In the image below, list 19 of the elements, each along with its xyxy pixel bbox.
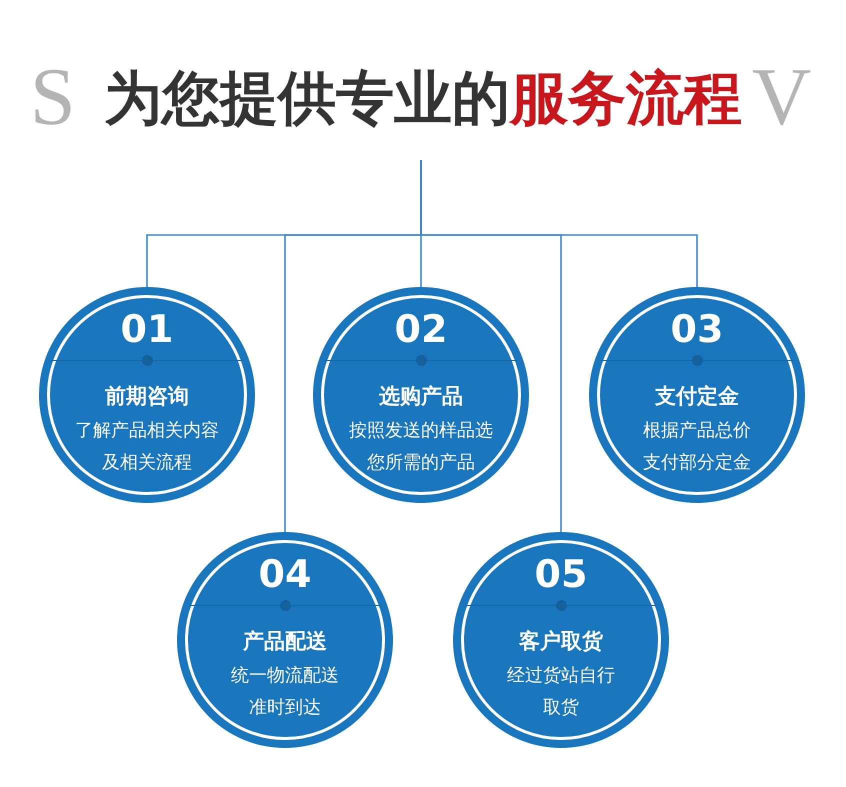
step-description: 了解产品相关内容及相关流程: [74, 419, 220, 475]
step-description: 统一物流配送准时到达: [230, 664, 340, 720]
step-heading: 支付定金: [655, 384, 739, 408]
step-heading: 前期咨询: [105, 384, 189, 408]
step-number: 05: [534, 552, 588, 596]
step-description: 按照发送的样品选您所需的产品: [348, 419, 494, 475]
background-lettering: V: [752, 52, 812, 142]
step-description: 经过货站自行取货: [506, 664, 616, 720]
step-number: 02: [394, 307, 448, 351]
step-number: 03: [670, 307, 724, 351]
background-lettering: S: [30, 52, 76, 142]
step-number: 01: [120, 307, 174, 351]
step-heading: 产品配送: [243, 629, 327, 653]
step-number: 04: [258, 552, 312, 596]
step-heading: 选购产品: [379, 384, 463, 408]
step-heading: 客户取货: [519, 629, 603, 653]
step-description: 根据产品总价支付部分定金: [642, 419, 752, 475]
connector-line: [420, 160, 698, 287]
title: 为您提供专业的服务流程: [103, 63, 743, 134]
